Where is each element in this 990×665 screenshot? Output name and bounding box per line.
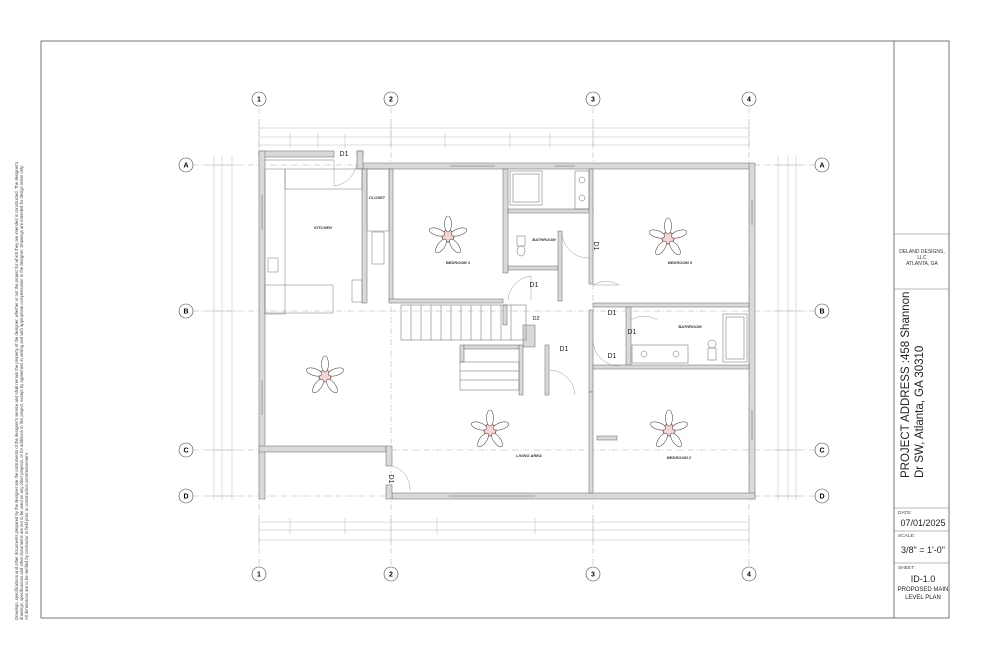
ceiling-fan-icon xyxy=(649,217,687,256)
grid-col-1-bottom: 1 xyxy=(257,572,261,579)
sheet-title-line-1: PROPOSED MAIN xyxy=(897,587,949,593)
grid-col-2-top: 2 xyxy=(389,97,393,104)
disclaimer-text: Drawings, specifications and other docum… xyxy=(14,161,30,620)
grid-row-d-right: D xyxy=(819,494,824,501)
room-label-bedroom-1: BEDROOM 1 xyxy=(446,260,471,265)
ceiling-fan-icon xyxy=(471,409,509,448)
room-label-kitchen: KITCHEN xyxy=(314,225,332,230)
scale-value: 3/8" = 1'-0" xyxy=(901,545,945,555)
grid-row-b-right: B xyxy=(819,309,824,316)
room-label-bedroom-3: BEDROOM 3 xyxy=(668,260,693,265)
door-tag-d1: D1 xyxy=(560,346,569,353)
ceiling-fans xyxy=(306,215,688,448)
sheet-title: PROPOSED MAIN LEVEL PLAN xyxy=(896,587,950,602)
door-tag-d1: D1 xyxy=(530,282,539,289)
grid-row-a-right: A xyxy=(819,163,824,170)
scale-label: SCALE: xyxy=(898,534,916,539)
date-value: 07/01/2025 xyxy=(900,518,946,528)
project-address: PROJECT ADDRESS :458 Shannon Dr SW, Atla… xyxy=(900,291,926,478)
date-label: DATE: xyxy=(898,511,912,516)
grid-col-2-bottom: 2 xyxy=(389,572,393,579)
door-tag-d1: D1 xyxy=(608,310,617,317)
grid-col-3-bottom: 3 xyxy=(591,572,595,579)
sheet-number: ID-1.0 xyxy=(910,574,936,584)
grid-col-4-top: 4 xyxy=(747,97,751,104)
door-tag-d1: D1 xyxy=(592,242,599,251)
door-tag-d2: D2 xyxy=(532,316,539,322)
ceiling-fan-icon xyxy=(429,215,467,254)
grid-row-a-left: A xyxy=(183,163,188,170)
ceiling-fan-icon xyxy=(650,409,688,448)
room-label-bathroom-lower: BATHROOM xyxy=(678,324,702,329)
door-tag-d1: D1 xyxy=(628,329,637,336)
grid-col-3-top: 3 xyxy=(591,97,595,104)
dimension-lines xyxy=(210,123,800,545)
bath-fixtures xyxy=(509,170,748,364)
grid-col-1-top: 1 xyxy=(257,97,261,104)
door-tag-d1: D1 xyxy=(608,353,617,360)
grid-row-d-left: D xyxy=(183,494,188,501)
firm-name: DELAND DESIGNS, LLC xyxy=(899,249,945,261)
firm-block: DELAND DESIGNS, LLC ATLANTA, GA xyxy=(896,249,948,267)
grid-row-c-right: C xyxy=(819,448,824,455)
door-tag-d1: D1 xyxy=(387,475,394,484)
ceiling-fan-icon xyxy=(306,355,344,394)
grid-bubbles: 1 2 3 4 1 2 3 4 A B C D A B C D xyxy=(178,91,830,582)
room-label-bedroom-2: BEDROOM 2 xyxy=(667,455,692,460)
room-label-closet: CLOSET xyxy=(369,195,386,200)
grid-col-4-bottom: 4 xyxy=(747,572,751,579)
grid-row-b-left: B xyxy=(183,309,188,316)
stair xyxy=(400,304,527,391)
sheet-label: SHEET: xyxy=(898,566,915,571)
room-label-living-area: LIVING AREA xyxy=(516,453,542,458)
room-label-bathroom-upper: BATHROOM xyxy=(532,237,556,242)
grid-row-c-left: C xyxy=(183,448,188,455)
sheet-title-line-2: LEVEL PLAN xyxy=(905,594,941,601)
firm-city: ATLANTA, GA xyxy=(906,261,938,267)
kitchen-casework xyxy=(264,168,390,315)
door-swings xyxy=(333,159,658,491)
door-tag-d1: D1 xyxy=(340,151,349,158)
sheet-border xyxy=(40,40,950,619)
